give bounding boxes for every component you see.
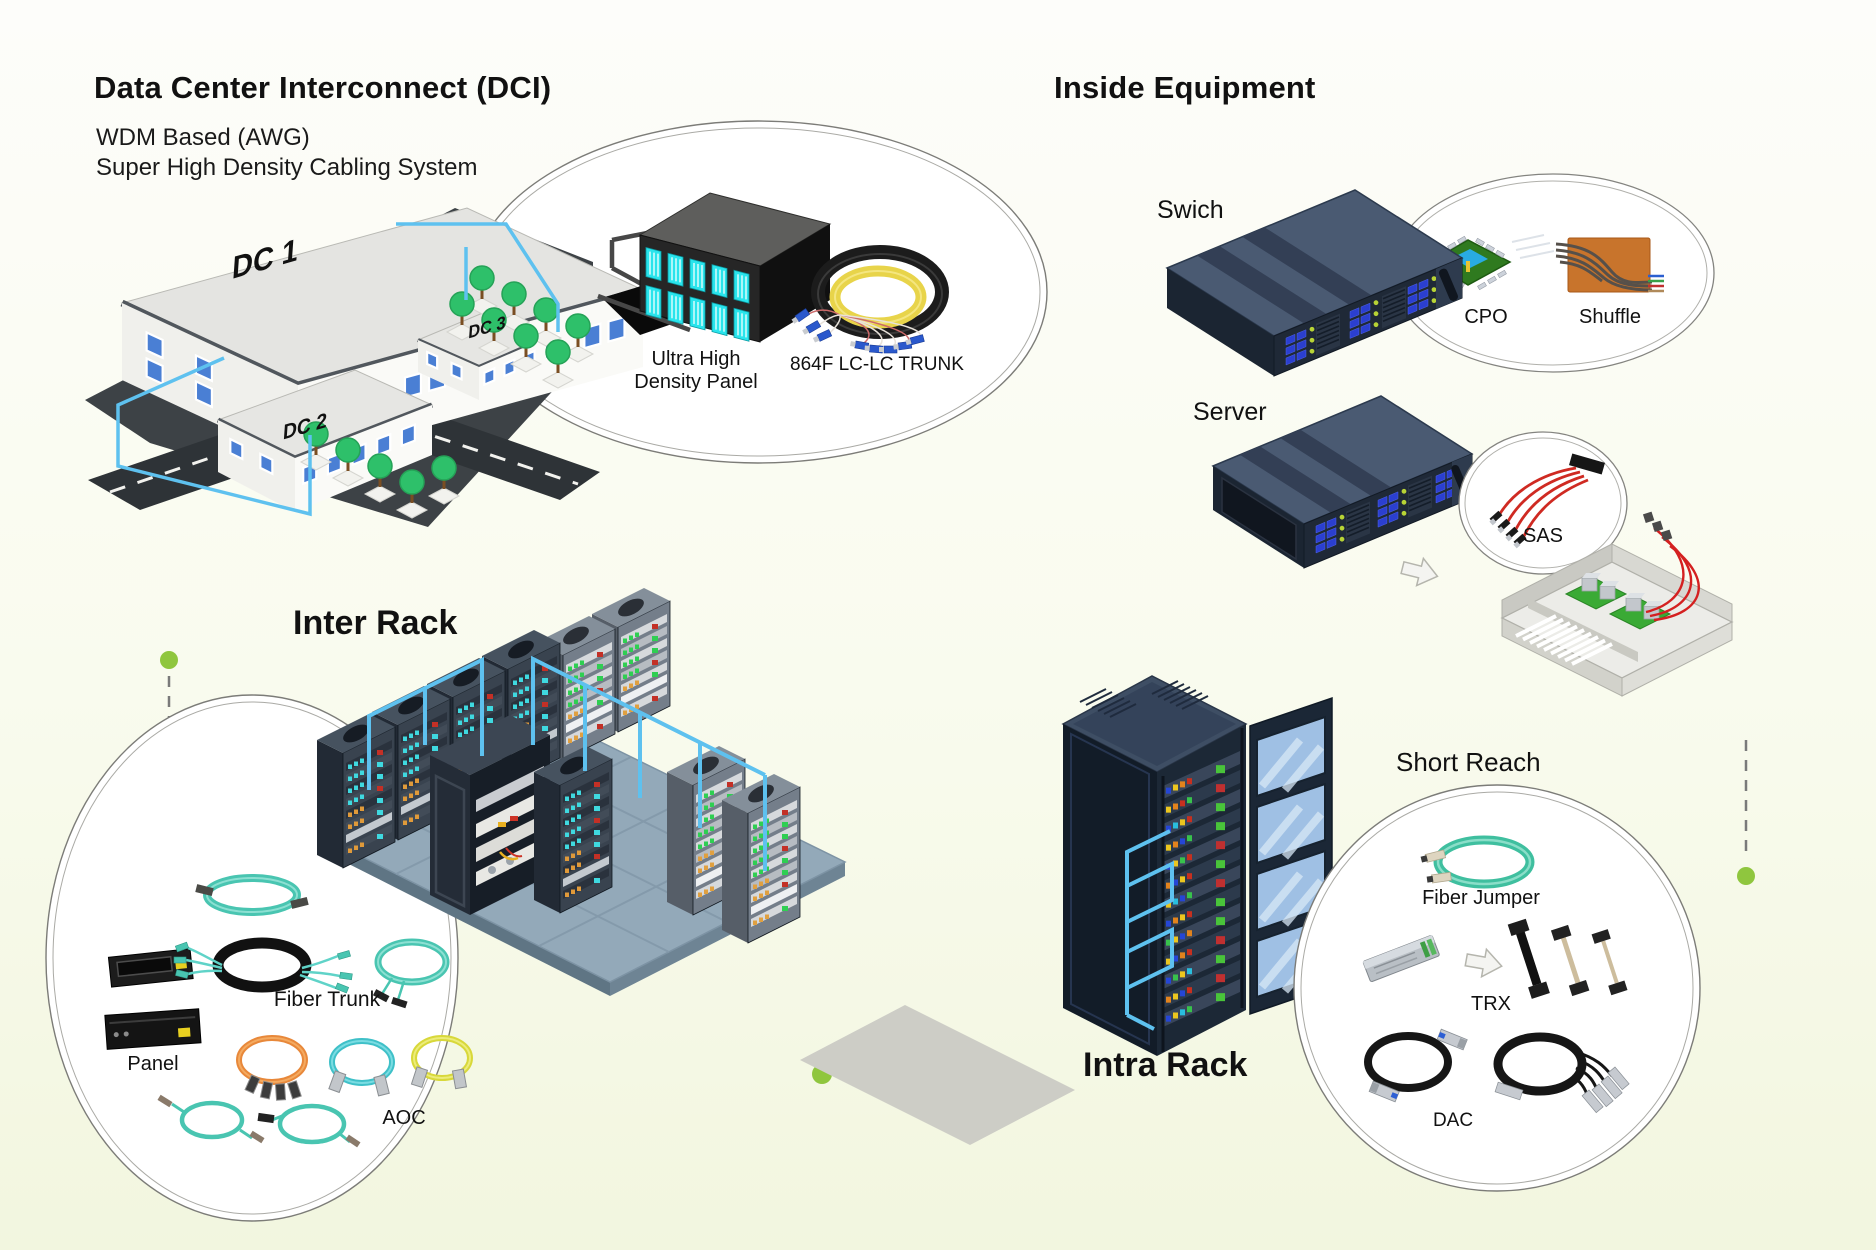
sas-label: SAS — [1522, 525, 1564, 547]
building-window — [259, 452, 274, 476]
aqua-jumper-coil — [195, 874, 309, 916]
server-rack — [372, 686, 451, 841]
server-rack — [317, 714, 396, 869]
building-window — [403, 371, 423, 399]
panel-illustration-1 — [107, 948, 194, 988]
building-window — [229, 437, 244, 461]
building-window — [426, 350, 439, 371]
aoc-breakout-orange — [236, 1035, 308, 1101]
inter-rack-bubble-items — [104, 874, 473, 1148]
inter-rack-title: Inter Rack — [293, 604, 458, 642]
building-window — [483, 366, 496, 387]
switch-illustration — [1165, 189, 1464, 377]
server-rack — [592, 588, 671, 733]
shuffle-label: Shuffle — [1579, 306, 1641, 328]
green-dot-right — [1737, 867, 1755, 885]
inter-rack-cables — [367, 655, 767, 871]
switch-label: Swich — [1157, 196, 1224, 224]
dci-subtitle-1: WDM Based (AWG) — [96, 124, 310, 151]
inside-equipment-title: Inside Equipment — [1054, 70, 1316, 105]
cabinet-shadow — [800, 1005, 1075, 1145]
uhd-panel-label-1: Ultra High — [651, 348, 741, 370]
short-reach-label: Short Reach — [1396, 747, 1541, 777]
panel-label: Panel — [127, 1053, 179, 1075]
uhd-panel-label-2: Density Panel — [634, 371, 758, 393]
dci-cable-lines — [116, 222, 560, 517]
patch-cord-2 — [257, 1103, 361, 1148]
intra-rack-cable — [1125, 829, 1174, 1031]
open-chassis-illustration — [1500, 511, 1734, 697]
fiber-jumper-label: Fiber Jumper — [1422, 887, 1540, 909]
trx-cables-illustration — [1507, 918, 1628, 999]
trx-label: TRX — [1471, 993, 1511, 1015]
building-window — [450, 361, 463, 381]
building-window — [194, 379, 214, 409]
server-illustration — [1211, 395, 1474, 569]
sas-cable-illustration — [1489, 453, 1605, 549]
short-reach-bubble — [1293, 784, 1701, 1192]
building-window — [145, 330, 164, 360]
fiber-jumper-illustration — [1420, 835, 1535, 889]
arrow-icon — [1400, 556, 1439, 587]
server-rack — [534, 746, 613, 914]
green-dot-left — [160, 651, 178, 669]
server-label: Server — [1193, 398, 1267, 426]
building-window — [376, 432, 392, 457]
server-rack — [722, 774, 801, 944]
dac-illustration — [1364, 1028, 1630, 1114]
aoc-yellow — [410, 1035, 473, 1090]
intra-rack-title: Intra Rack — [1083, 1046, 1248, 1084]
sas-bubble — [1458, 431, 1628, 575]
trx-transceiver-illustration — [1362, 935, 1440, 983]
trees — [299, 265, 595, 519]
cpo-label: CPO — [1464, 306, 1508, 328]
fiber-trunk-illustration — [173, 937, 450, 1009]
intra-rack-cabinet-illustration — [800, 675, 1333, 1145]
aoc-label: AOC — [382, 1107, 426, 1129]
building-window — [607, 315, 626, 343]
aoc-aqua — [328, 1038, 395, 1097]
trunk-cable-illustration — [791, 245, 949, 354]
patch-cord-1 — [157, 1094, 265, 1144]
dci-buildings-illustration — [85, 207, 645, 527]
panel-illustration-2 — [104, 1008, 202, 1050]
dci-title: Data Center Interconnect (DCI) — [94, 70, 552, 105]
inter-rack-illustration — [317, 588, 847, 996]
ultra-high-density-panel-illustration — [597, 192, 832, 343]
dac-label: DAC — [1432, 1110, 1474, 1131]
dci-subtitle-2: Super High Density Cabling System — [96, 154, 478, 181]
building-window — [400, 423, 416, 448]
open-cabinet-illustration — [430, 715, 550, 915]
fiber-trunk-label: Fiber Trunk — [273, 988, 381, 1011]
shuffle-illustration — [1555, 237, 1664, 293]
trunk-label: 864F LC-LC TRUNK — [790, 354, 964, 375]
